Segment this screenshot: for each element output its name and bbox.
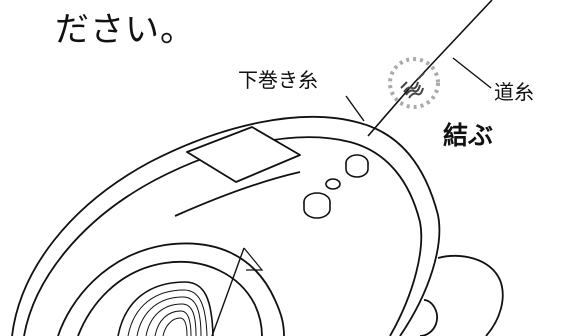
main-leader-line	[452, 57, 492, 89]
knot-detail	[388, 57, 440, 109]
reel-button-top	[345, 154, 369, 178]
backing-leader-line	[345, 95, 365, 122]
reel-button-small	[325, 178, 341, 190]
label-backing-line: 下巻き糸	[238, 68, 318, 92]
label-main-line: 道糸	[494, 80, 534, 104]
spool	[117, 247, 264, 336]
reel-button-bottom	[303, 192, 331, 219]
instruction-caption: ださい。	[55, 10, 195, 50]
knot-icon	[400, 72, 425, 99]
backing-line	[367, 82, 415, 137]
reel-body	[11, 115, 504, 336]
reel-buttons	[303, 154, 369, 219]
label-tie: 結ぶ	[443, 121, 494, 150]
display-screen	[186, 126, 301, 183]
knot-highlight-ring	[388, 57, 440, 109]
main-line	[413, 0, 493, 84]
